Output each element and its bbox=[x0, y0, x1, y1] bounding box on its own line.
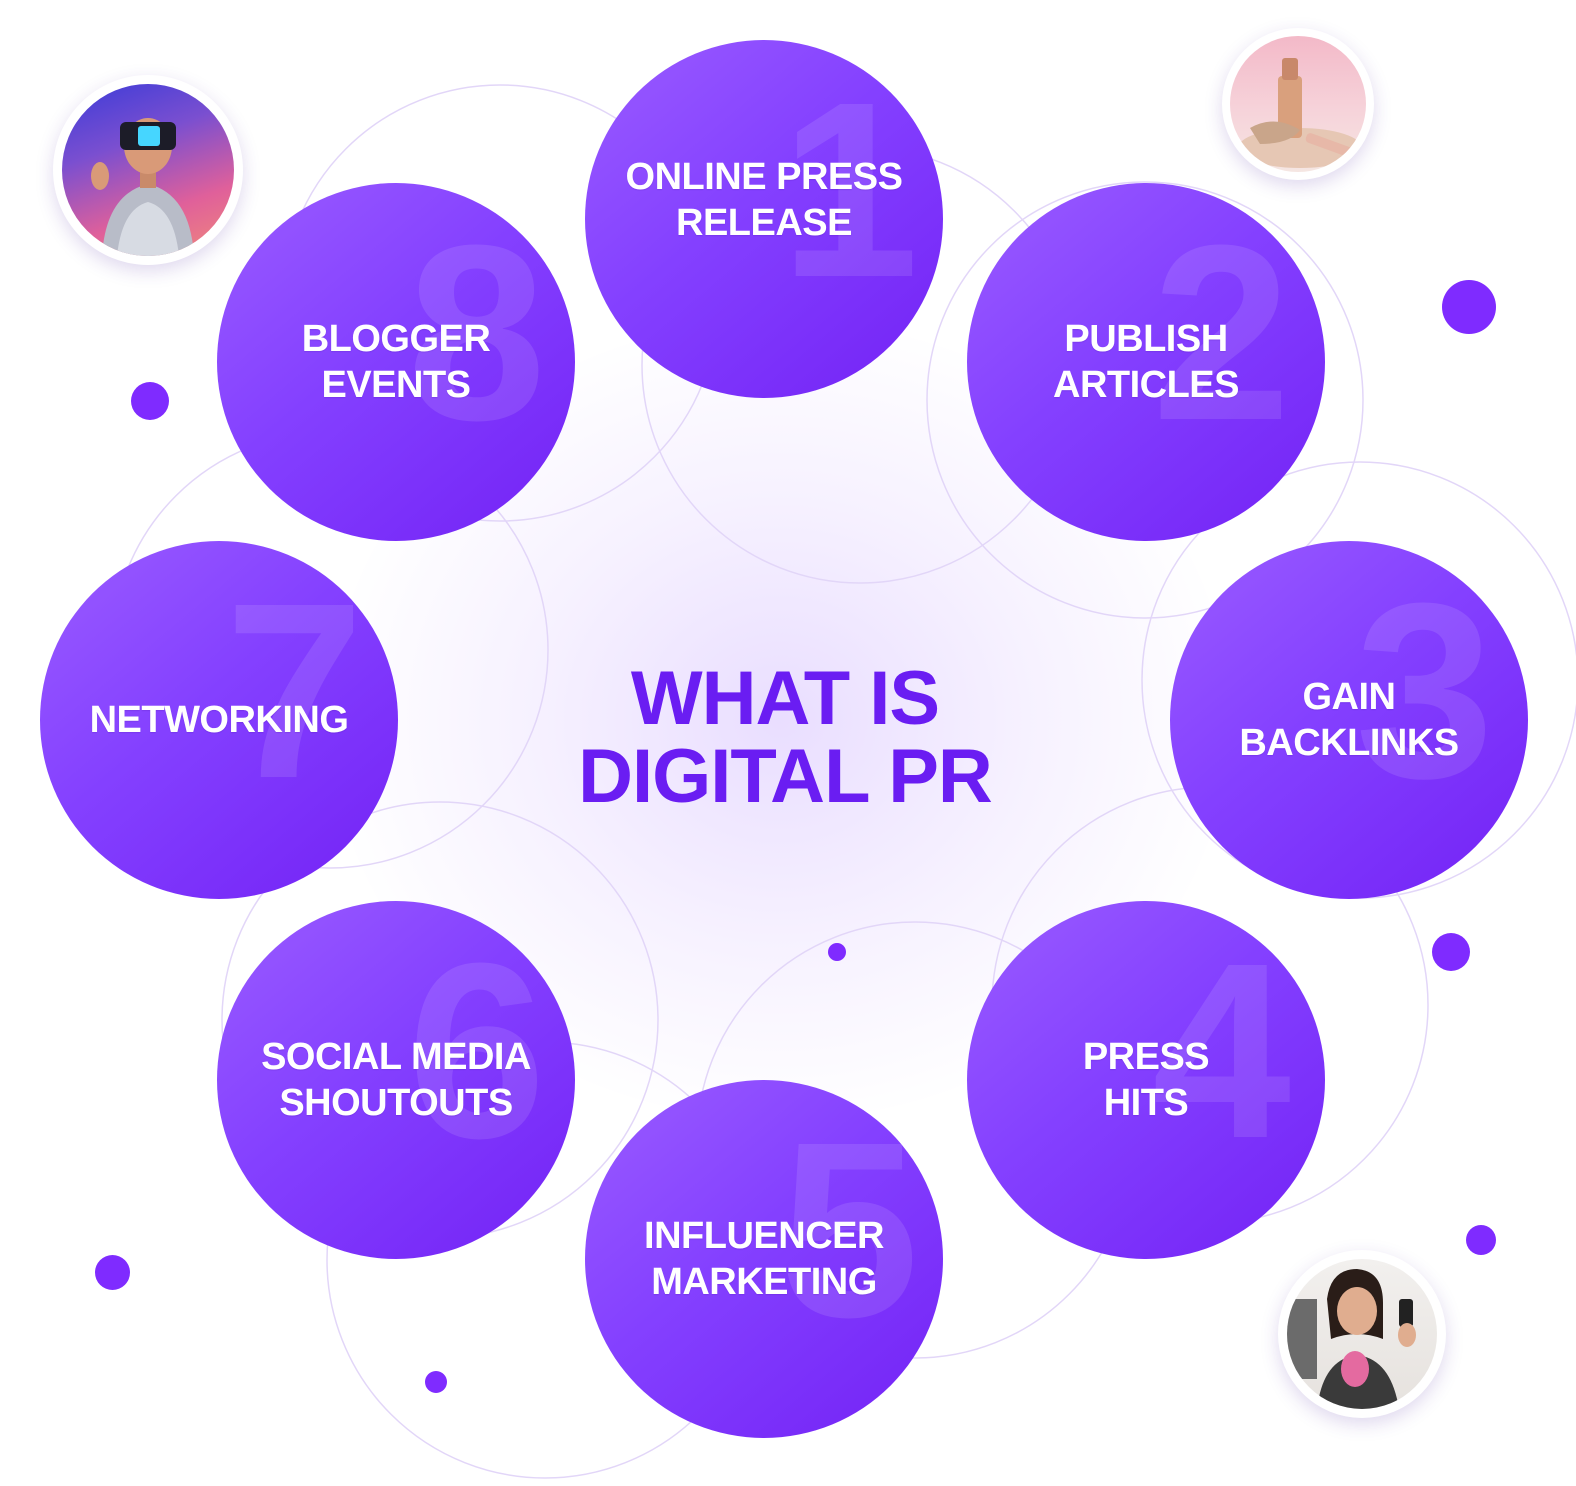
step-publish-articles: 2 PUBLISH ARTICLES bbox=[967, 183, 1325, 541]
decor-dot bbox=[1466, 1225, 1496, 1255]
decor-dot bbox=[828, 943, 846, 961]
step-social-media-shoutouts: 6 SOCIAL MEDIA SHOUTOUTS bbox=[217, 901, 575, 1259]
decor-dot bbox=[131, 382, 169, 420]
step-number: 8 bbox=[407, 193, 547, 472]
step-number: 5 bbox=[780, 1090, 920, 1369]
title-line-1: WHAT IS bbox=[630, 656, 940, 741]
step-label: PUBLISH ARTICLES bbox=[1053, 318, 1240, 406]
step-networking: 7 NETWORKING bbox=[40, 541, 398, 899]
cosmetics-product-photo bbox=[1222, 28, 1374, 180]
step-number: 4 bbox=[1152, 911, 1292, 1190]
step-online-press-release: 1 ONLINE PRESS RELEASE bbox=[585, 40, 943, 398]
decor-dot bbox=[1442, 280, 1496, 334]
title-line-2: DIGITAL PR bbox=[578, 734, 993, 819]
step-blogger-events: 8 BLOGGER EVENTS bbox=[217, 183, 575, 541]
page-title: WHAT IS DIGITAL PR bbox=[540, 660, 1030, 816]
step-label: BLOGGER EVENTS bbox=[301, 318, 491, 406]
step-label: NETWORKING bbox=[89, 699, 349, 741]
step-label: GAIN BACKLINKS bbox=[1239, 676, 1459, 764]
step-label: ONLINE PRESS RELEASE bbox=[625, 156, 903, 244]
step-label: SOCIAL MEDIA SHOUTOUTS bbox=[261, 1036, 531, 1124]
ring bbox=[926, 181, 1364, 619]
step-press-hits: 4 PRESS HITS bbox=[967, 901, 1325, 1259]
step-number: 3 bbox=[1355, 551, 1495, 830]
step-gain-backlinks: 3 GAIN BACKLINKS bbox=[1170, 541, 1528, 899]
step-number: 2 bbox=[1152, 193, 1292, 472]
decor-dot bbox=[1432, 933, 1470, 971]
decor-dot bbox=[425, 1371, 447, 1393]
vr-headset-photo bbox=[53, 75, 243, 265]
decor-dot bbox=[95, 1255, 130, 1290]
step-number: 7 bbox=[225, 551, 365, 830]
influencer-selfie-photo bbox=[1278, 1250, 1446, 1418]
step-influencer-marketing: 5 INFLUENCER MARKETING bbox=[585, 1080, 943, 1438]
step-number: 6 bbox=[407, 911, 547, 1190]
step-number: 1 bbox=[780, 50, 920, 329]
step-label: INFLUENCER MARKETING bbox=[644, 1215, 884, 1303]
step-label: PRESS HITS bbox=[1082, 1036, 1210, 1124]
